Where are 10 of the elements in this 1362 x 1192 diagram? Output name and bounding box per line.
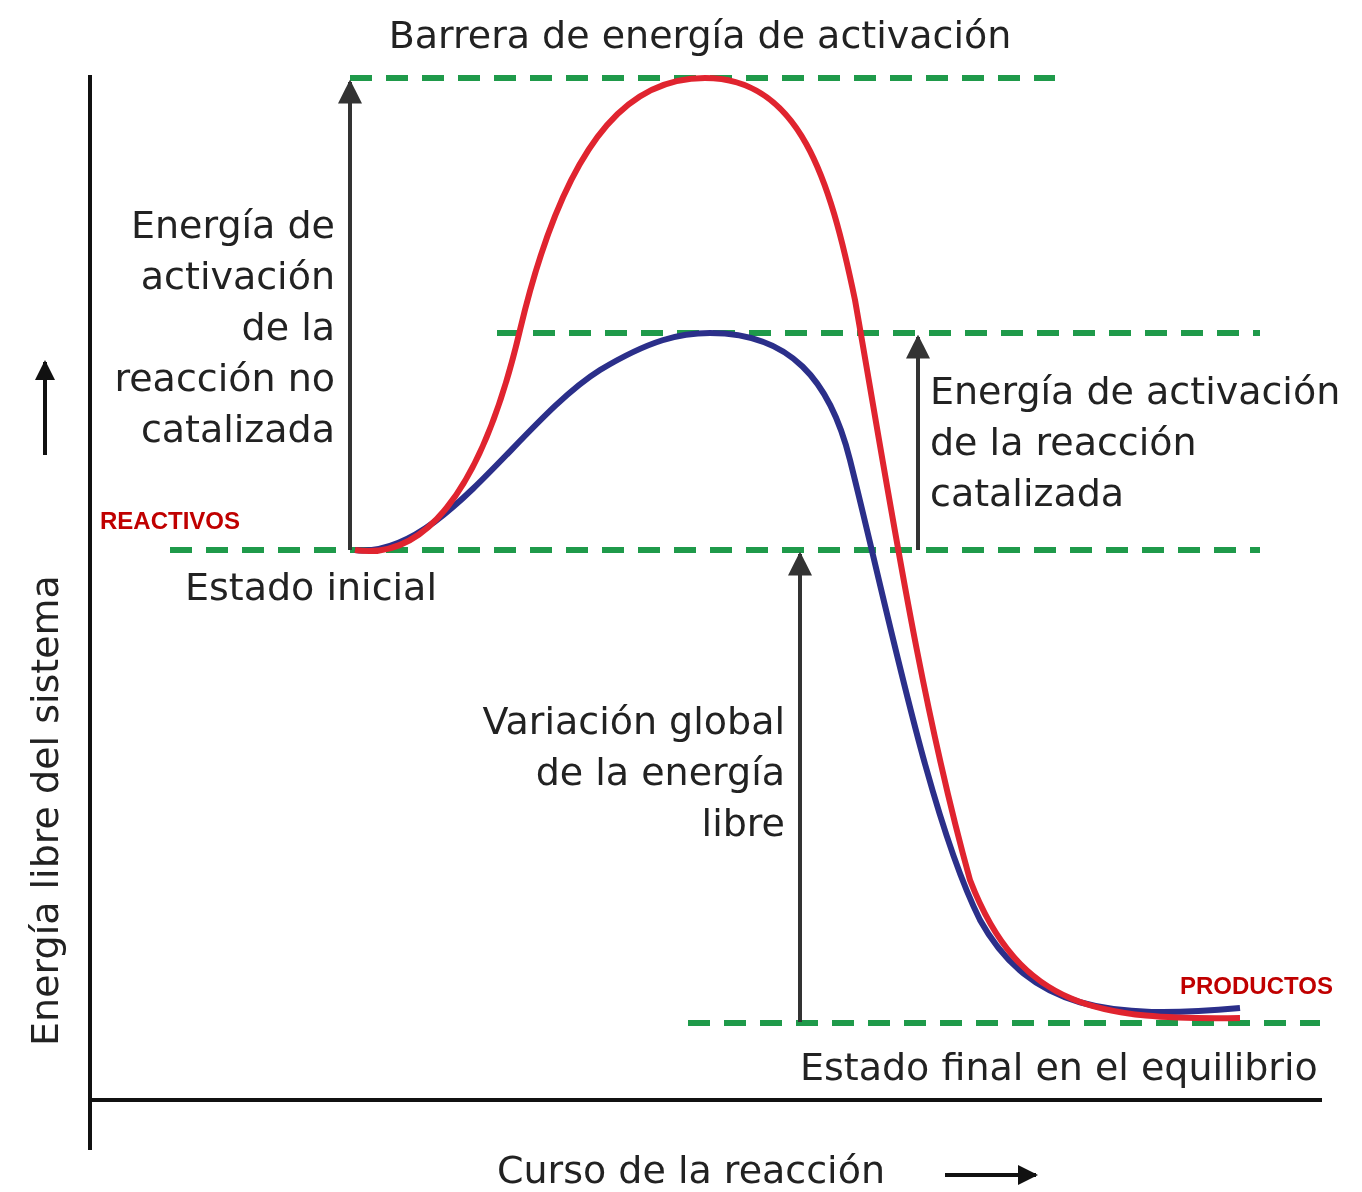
annotation-text: Energía de activación de la reacción catalizada — [930, 368, 1342, 517]
annotation-text: Energía de activación de la reacción no catalizada — [113, 202, 335, 453]
annotation-text: Variación global de la energía libre — [481, 698, 785, 847]
axis-title: Curso de la reacción — [497, 1147, 886, 1192]
axis-title: Energía libre del sistema — [21, 574, 68, 1048]
state-label: Estado inicial — [185, 564, 438, 611]
reactants-label: REACTIVOS — [100, 506, 241, 536]
barrier-label: Barrera de energía de activación — [387, 12, 1013, 59]
state-label: Estado final en el equilibrio — [800, 1044, 1319, 1091]
products-label: PRODUCTOS — [1180, 971, 1334, 1001]
